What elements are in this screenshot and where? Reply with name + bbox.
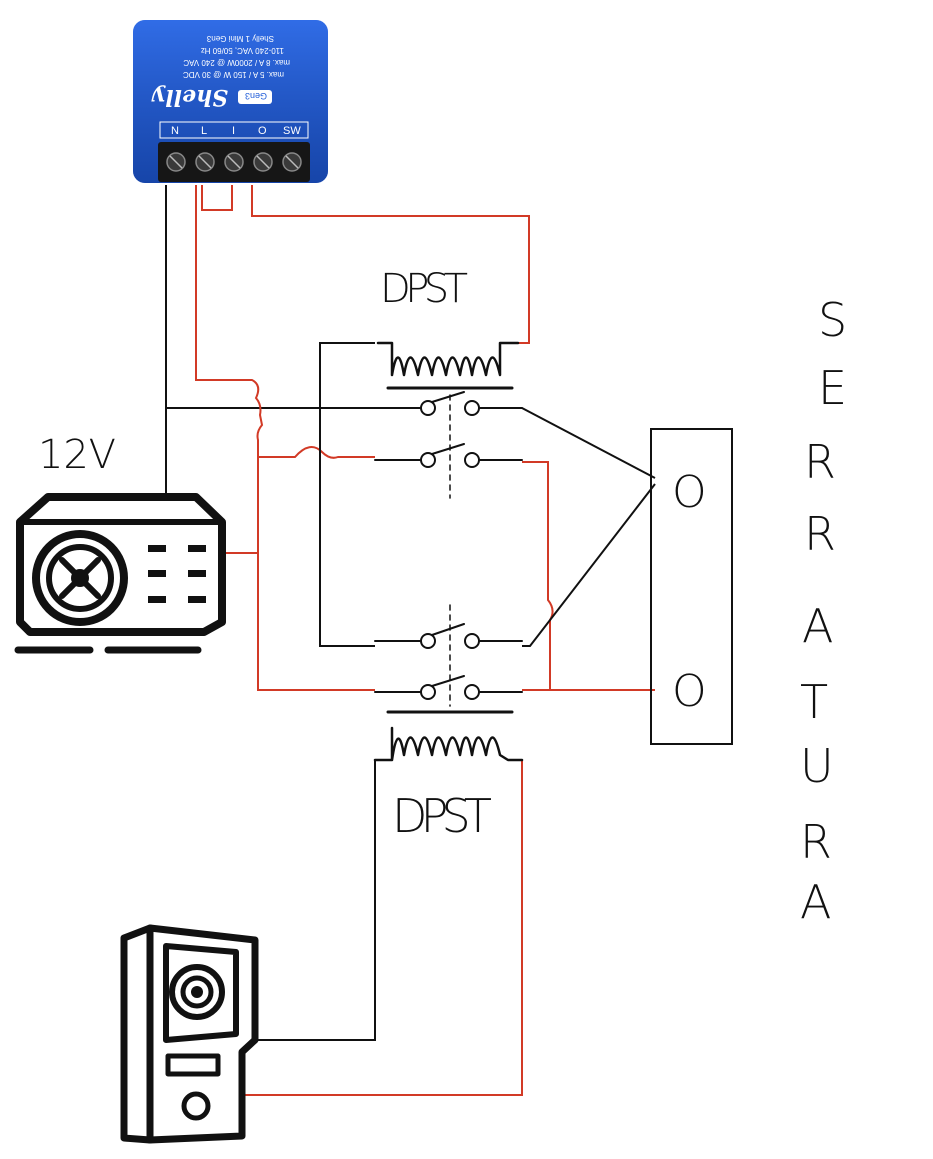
- relay-top-switch-1: [374, 391, 523, 416]
- serratura-label: S E R R A T U R A: [800, 293, 847, 929]
- wire-intercom-black: [258, 760, 376, 1041]
- shelly-spec-voltage: 110-240 VAC, 50/60 Hz: [201, 46, 284, 55]
- lock-terminal-2: O: [672, 666, 707, 717]
- serratura-letter-3: R: [804, 435, 836, 489]
- lock-terminal-1: O: [672, 467, 707, 518]
- serratura-letter-9: A: [800, 875, 831, 929]
- shelly-spec-dc: max. 5 A / 150 W @ 30 VDC: [183, 70, 284, 79]
- shelly-badge: Gen3: [245, 91, 267, 101]
- serratura-letter-7: U: [800, 739, 834, 793]
- relay-top: DPST: [374, 266, 523, 499]
- wires: [165, 185, 656, 1096]
- shelly-terminal-SW: SW: [283, 125, 301, 137]
- wire-live: [195, 185, 375, 691]
- intercom-doorbell-icon: [120, 924, 259, 1144]
- shelly-terminal-I: I: [232, 125, 235, 137]
- relay-top-coil: [376, 341, 520, 377]
- relay-bottom-switch-2: [374, 675, 523, 700]
- wire-lower-switch-to-lock: [522, 483, 656, 647]
- relay-bottom: DPST: [373, 604, 524, 843]
- intercom-display: [165, 1053, 221, 1077]
- wire-top-switch-to-lock: [521, 407, 656, 479]
- relay-top-switch-2: [374, 443, 523, 468]
- shelly-brand: Shelly: [150, 84, 228, 110]
- shelly-terminal-L: L: [201, 125, 207, 137]
- serratura-letter-5: A: [802, 599, 833, 653]
- serratura-letter-1: S: [818, 293, 847, 347]
- shelly-spec-ac: max. 8 A / 2000W @ 240 VAC: [183, 58, 290, 67]
- serratura-letter-6: T: [800, 675, 828, 729]
- relay-top-label: DPST: [380, 266, 468, 312]
- serratura-letter-8: R: [800, 815, 832, 869]
- psu-label: 12V: [38, 432, 116, 478]
- relay-bottom-coil: [373, 726, 524, 762]
- wire-coil-return: [319, 342, 375, 647]
- psu-vent-slots: [148, 545, 206, 603]
- wire-intercom-red: [242, 760, 523, 1096]
- relay-bottom-switch-1: [374, 623, 523, 649]
- wire-mid-switch-red: [522, 461, 554, 691]
- psu-12v: 12V: [14, 432, 226, 654]
- shelly-module: N L I O SW Shelly Gen3 max. 5 A / 150 W …: [133, 20, 328, 183]
- wire-psu-to-relay: [258, 446, 375, 459]
- relay-bottom-label: DPST: [392, 789, 492, 843]
- psu-outline: [16, 493, 226, 636]
- fan-icon: [32, 530, 128, 626]
- wire-live-loop: [201, 185, 233, 211]
- lock-box: O O: [650, 428, 733, 745]
- serratura-letter-4: R: [804, 507, 836, 561]
- serratura-letter-2: E: [818, 361, 847, 415]
- wire-output: [251, 185, 530, 344]
- intercom-button: [181, 1091, 211, 1121]
- camera-icon: [169, 964, 225, 1020]
- shelly-terminal-O: O: [258, 125, 267, 137]
- shelly-terminal-N: N: [171, 125, 179, 137]
- shelly-model: Shelly 1 Mini Gen3: [206, 34, 274, 43]
- shelly-screw-terminals: [166, 152, 302, 172]
